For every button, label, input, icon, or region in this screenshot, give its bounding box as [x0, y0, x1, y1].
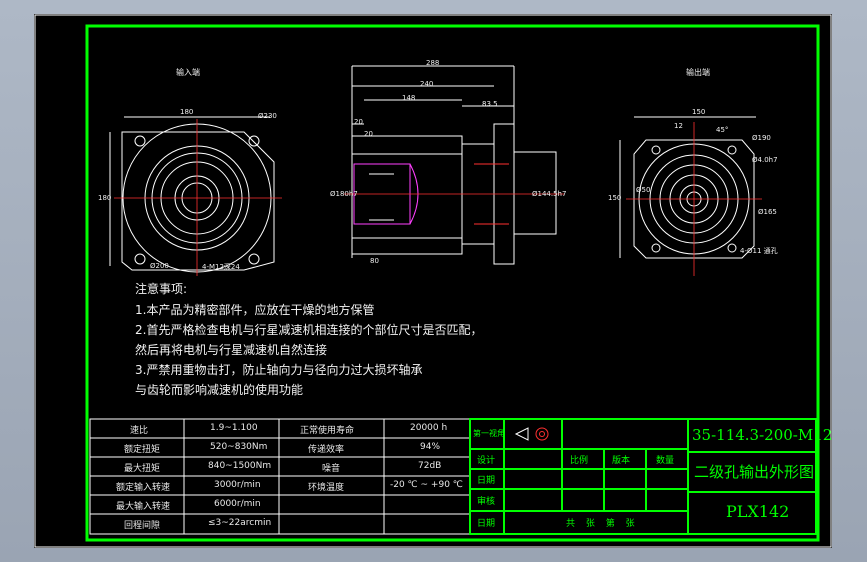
version-label: 版本 — [612, 456, 631, 466]
review-label: 审核 — [477, 497, 496, 507]
spec-cell: 噪音 — [322, 464, 341, 474]
spec-cell: 94% — [420, 442, 441, 452]
note-line: 3.严禁用重物击打，防止轴向力与径向力过大损坏轴承 — [135, 363, 423, 377]
spec-cell: 最大扭矩 — [124, 464, 161, 474]
note-line: 2.首先严格检查电机与行星减速机相连接的个部位尺寸是否匹配， — [135, 323, 483, 337]
spec-table-grid — [89, 418, 471, 535]
dim-body: 240 — [420, 80, 434, 88]
spec-cell: 环境温度 — [308, 483, 345, 493]
output-end-label: 输出端 — [686, 68, 710, 77]
dim-left-side: 180 — [98, 194, 112, 202]
model-number: PLX142 — [726, 502, 790, 521]
sheets-label: 共 张 第 张 — [566, 519, 635, 529]
spec-cell: 传递效率 — [308, 445, 345, 455]
dim-right-12: 12 — [674, 122, 683, 130]
dim-right-side: 150 — [608, 194, 622, 202]
dim-left-bore: Ø230 — [258, 112, 277, 120]
dim-20a: 20 — [354, 118, 363, 126]
spec-cell: 3000r/min — [214, 480, 261, 490]
dim-dia-left: Ø180h7 — [330, 190, 358, 198]
spec-cell: 最大输入转速 — [116, 502, 171, 512]
scale-label: 比例 — [570, 456, 589, 466]
dim-dia-right: Ø144.5h7 — [532, 190, 567, 198]
spec-cell: 正常使用寿命 — [300, 426, 355, 436]
spec-cell: 72dB — [418, 461, 442, 471]
dim-overall: 288 — [426, 59, 440, 67]
dim-mid: 148 — [402, 94, 416, 102]
dim-right-width: 150 — [692, 108, 706, 116]
input-end-label: 输入端 — [176, 68, 200, 77]
spec-cell: 速比 — [130, 426, 149, 436]
design-label: 设计 — [477, 456, 496, 466]
date-label-2: 日期 — [477, 519, 496, 529]
outer-frame — [34, 14, 832, 548]
dim-left-bolts: 4-M12深24 — [202, 263, 240, 271]
note-line: 1.本产品为精密部件，应放在干燥的地方保管 — [135, 303, 375, 317]
spec-cell: ≤3~22arcmin — [208, 518, 272, 528]
spec-cell: 6000r/min — [214, 499, 261, 509]
dim-20b: 20 — [364, 130, 373, 138]
drawing-number: 35-114.3-200-M12 — [692, 426, 833, 444]
notes-title: 注意事项: — [135, 282, 188, 296]
spec-cell: 额定输入转速 — [116, 483, 171, 493]
dim-right-hole: Ø165 — [758, 208, 777, 216]
drawing-canvas: 输入端 输出端 180 Ø230 Ø200 180 4-M12深24 288 2… — [34, 14, 832, 548]
inner-frame — [85, 24, 820, 542]
spec-cell: -20 ℃ ~ +90 ℃ — [390, 480, 463, 490]
dim-left-width: 180 — [180, 108, 194, 116]
quantity-label: 数量 — [656, 456, 675, 466]
dim-output-len: 80 — [370, 257, 379, 265]
spec-cell: 840~1500Nm — [208, 461, 272, 471]
left-view — [109, 116, 275, 273]
spec-cell: 520~830Nm — [210, 442, 268, 452]
date-label-1: 日期 — [477, 476, 496, 486]
spec-cell: 回程间隙 — [124, 521, 161, 531]
dim-right-inner: Ø50 — [636, 186, 651, 194]
title-block-grid — [469, 418, 817, 535]
note-line: 与齿轮而影响减速机的使用功能 — [135, 383, 304, 397]
dim-right-bolts: 4-Ø11 通孔 — [740, 247, 778, 255]
dim-left-hole: Ø200 — [150, 262, 169, 270]
dim-right-pcd: Ø190 — [752, 134, 771, 142]
dim-flange: 83.5 — [482, 100, 498, 108]
dim-right-pilot: Ø4.0h7 — [752, 156, 778, 164]
spec-cell: 20000 h — [410, 423, 448, 433]
dim-right-angle: 45° — [716, 126, 729, 134]
projection-symbol — [514, 427, 549, 441]
cad-drawing — [34, 14, 832, 548]
side-view — [351, 65, 557, 265]
spec-cell: 1.9~1.100 — [210, 423, 258, 433]
note-line: 然后再将电机与行星减速机自然连接 — [135, 343, 328, 357]
first-angle-label: 第一视角 — [473, 429, 505, 438]
spec-cell: 额定扭矩 — [124, 445, 161, 455]
drawing-title: 二级孔输出外形图 — [694, 463, 815, 481]
